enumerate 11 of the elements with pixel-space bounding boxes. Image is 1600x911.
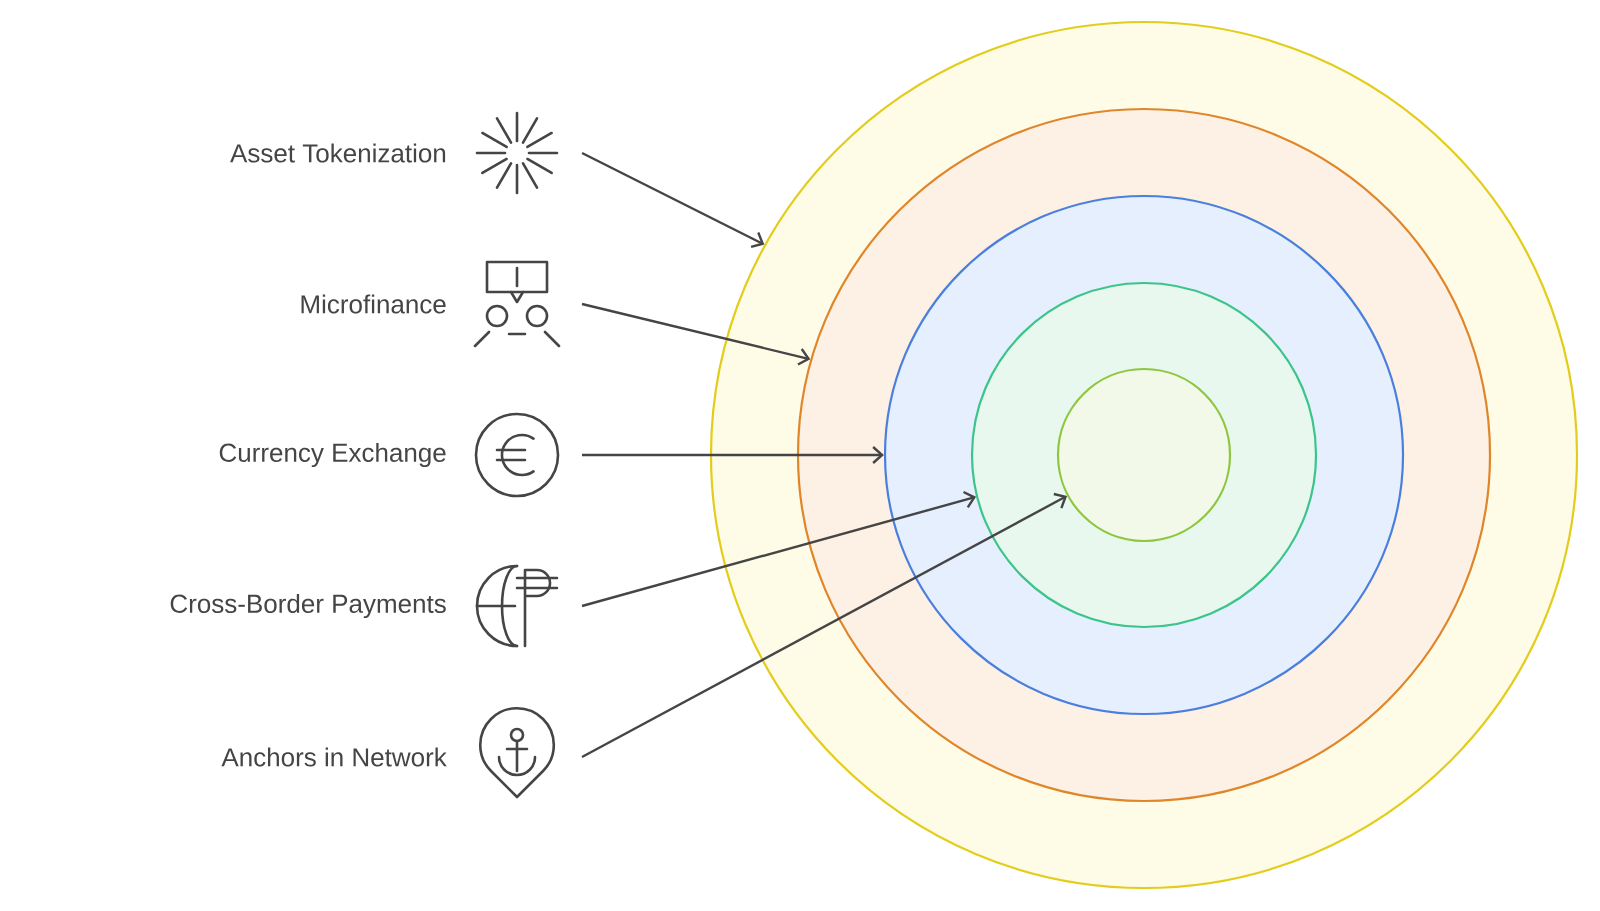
ring: [1056, 367, 1232, 543]
arrow: [581, 490, 977, 608]
item-label: Anchors in Network: [221, 747, 447, 767]
arrow: [581, 492, 1068, 759]
item-label: Microfinance: [301, 294, 446, 314]
arrow: [581, 151, 765, 248]
item-label: Asset Tokenization: [230, 143, 446, 163]
item-label: Currency Exchange: [219, 442, 446, 468]
item-label: Cross-Border Payments: [170, 593, 446, 619]
arrow: [582, 446, 884, 464]
arrow: [581, 302, 811, 366]
